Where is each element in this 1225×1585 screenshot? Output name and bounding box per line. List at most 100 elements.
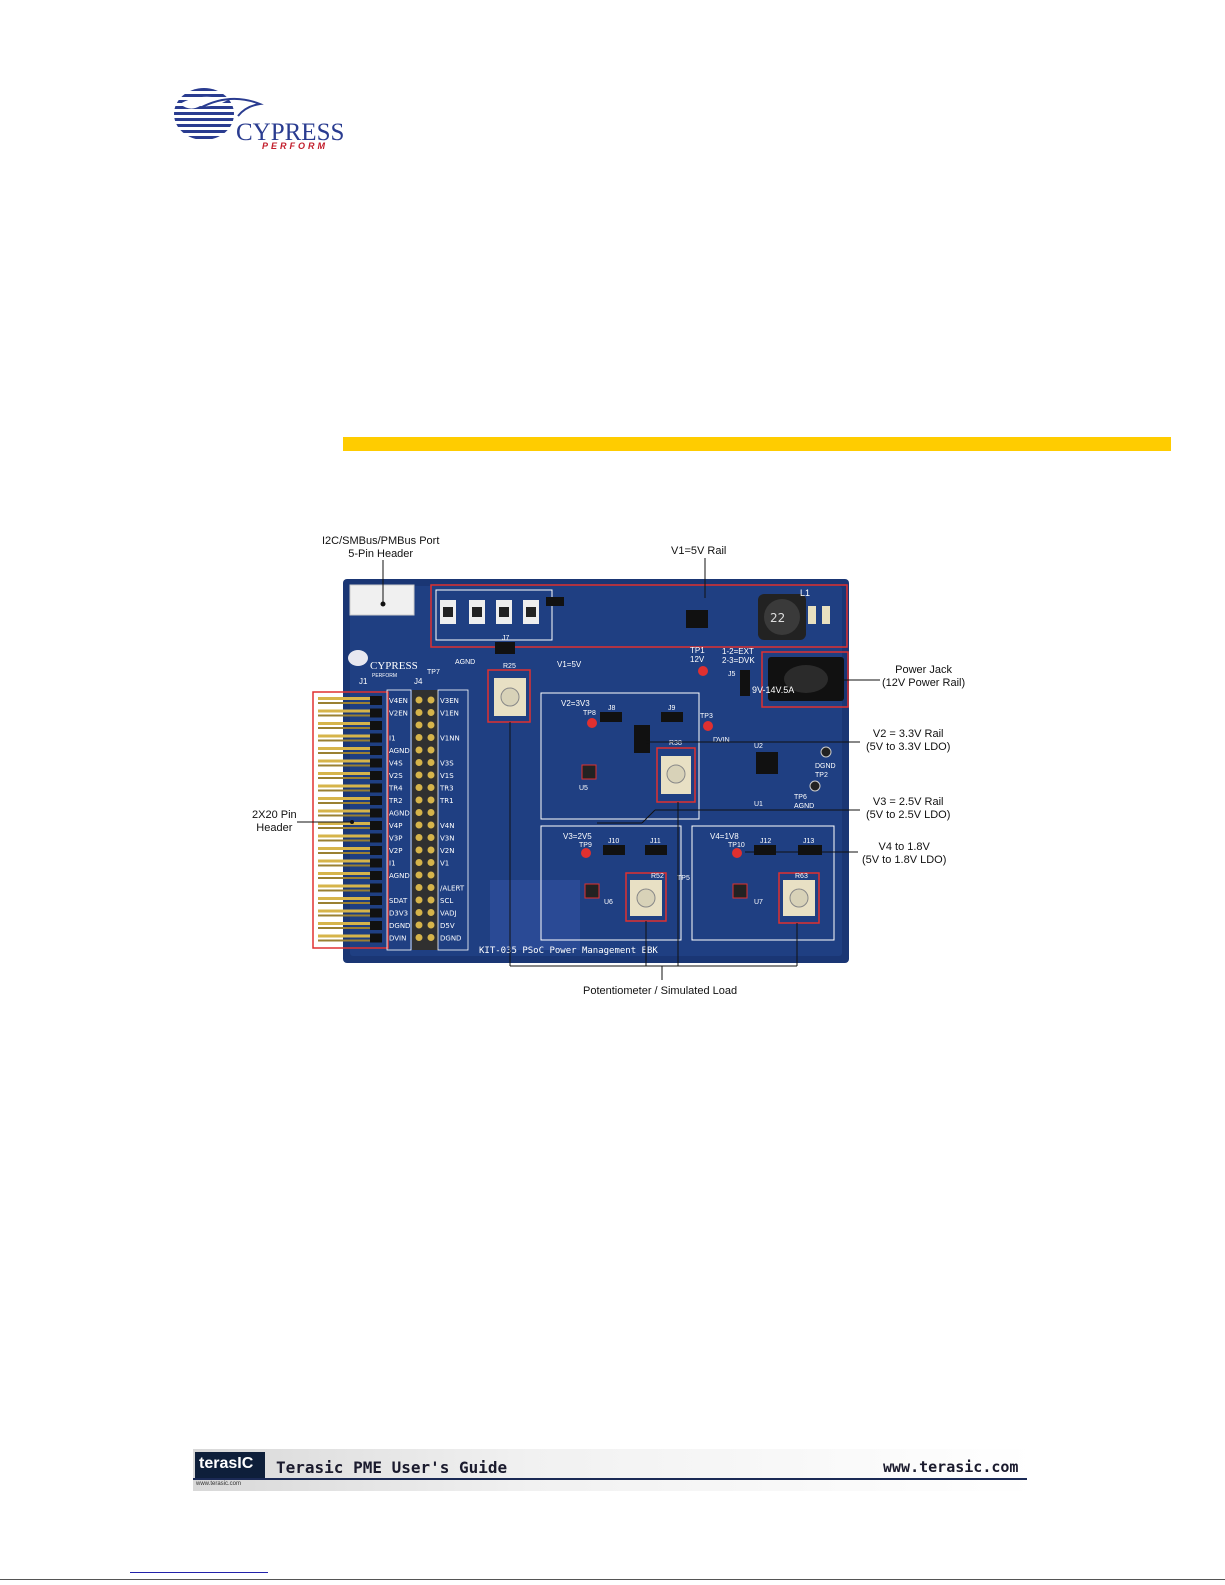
j4-pin	[427, 784, 435, 791]
j4-header	[412, 690, 438, 950]
header-pin	[318, 839, 372, 842]
header-pin	[318, 872, 372, 875]
header-pin	[318, 797, 372, 800]
j4-pin	[427, 921, 435, 929]
label-j1: J1	[359, 677, 368, 686]
j4-pin	[427, 746, 435, 754]
ic-u5	[581, 764, 597, 780]
j4-pin	[427, 809, 435, 816]
header-pin-body	[370, 808, 382, 818]
header-pin	[318, 877, 372, 879]
pin-label-right: /ALERT	[440, 885, 465, 893]
pin-label-left: V4S	[389, 760, 403, 768]
v2-region	[540, 692, 700, 820]
header-pin	[318, 897, 372, 900]
header-pin	[318, 827, 372, 829]
label-tp8: TP8	[583, 710, 596, 717]
j4-pin	[415, 771, 423, 779]
j4-pin	[427, 834, 435, 841]
header-pin-body	[370, 758, 382, 768]
pcb-shadow	[490, 880, 580, 950]
header-pin-body	[370, 896, 382, 905]
j4-pin	[415, 809, 423, 816]
header-pin-body	[370, 771, 382, 780]
v1-region-outline	[430, 584, 848, 648]
j4-pin	[427, 884, 435, 891]
label-jumper-note-2: 2-3=DVK	[722, 656, 755, 665]
j13-jumper	[798, 845, 822, 855]
board-kit-name: KIT-035 PSoC Power Management EBK	[479, 946, 658, 956]
header-pin	[318, 747, 372, 750]
label-r52: R52	[651, 873, 664, 880]
header-pin-body	[370, 746, 382, 755]
label-agnd-top: AGND	[455, 659, 475, 666]
pin-label-right: SCL	[440, 897, 453, 905]
pin-label-right: DGND	[440, 935, 461, 943]
header-pin-body	[370, 733, 382, 743]
pin-label-left: I1	[389, 735, 396, 743]
header-pin-body	[370, 708, 382, 718]
header-pin-body	[370, 933, 382, 943]
footer-url[interactable]: www.terasic.com	[883, 1458, 1019, 1476]
callout-potentiometer: Potentiometer / Simulated Load	[583, 985, 737, 998]
terasic-logo-text: terasIC	[199, 1455, 254, 1472]
j4-pin	[415, 871, 423, 879]
j4-pin	[427, 896, 435, 904]
j8-jumper	[600, 712, 622, 722]
pin-label-left: V4EN	[389, 697, 408, 705]
svg-text:22: 22	[770, 611, 785, 625]
pin-label-left: TR2	[388, 797, 403, 805]
j4-pin	[427, 759, 435, 766]
j4-pin	[415, 821, 423, 829]
header-pin	[318, 789, 372, 792]
label-v2: V2=3V3	[561, 699, 590, 708]
label-tp1: TP1	[690, 646, 705, 655]
label-tp6: TP6	[794, 794, 807, 801]
j4-pin	[427, 734, 435, 741]
j4-pin	[415, 884, 423, 891]
label-j10: J10	[608, 838, 619, 845]
header-pin	[318, 922, 372, 925]
pot-r38-outline	[656, 747, 696, 803]
callout-v1-line1: V1=5V Rail	[671, 545, 727, 557]
label-j8: J8	[608, 705, 616, 712]
header-pin	[318, 722, 372, 725]
callout-ph-line2: Header	[256, 822, 293, 834]
j4-pin	[415, 896, 423, 904]
header-pin	[318, 884, 372, 888]
j4-pin	[415, 784, 423, 791]
callout-v3-line2: (5V to 2.5V LDO)	[866, 809, 951, 821]
j4-pin	[415, 696, 423, 704]
pin-label-right: V1	[440, 860, 449, 868]
callout-i2c-line1: I2C/SMBus/PMBus Port	[322, 535, 440, 547]
j5-jumper	[740, 670, 750, 696]
header-pin	[318, 822, 372, 825]
header-pin	[318, 859, 372, 863]
label-j11: J11	[650, 838, 661, 845]
callout-ph-line1: 2X20 Pin	[252, 809, 297, 821]
pin-label-left: SDAT	[389, 897, 408, 905]
j4-pin	[415, 721, 423, 729]
label-u2: U2	[754, 743, 763, 750]
logo-tagline: PERFORM	[262, 141, 328, 151]
callout-v2-rail: V2 = 3.3V Rail (5V to 3.3V LDO)	[866, 728, 950, 754]
label-j12: J12	[760, 838, 771, 845]
j4-pin	[415, 859, 423, 866]
callout-pot-line1: Potentiometer / Simulated Load	[583, 985, 738, 997]
label-tp3: TP3	[700, 713, 713, 720]
bottom-link-underline	[130, 1572, 268, 1573]
pin-label-left: DVIN	[389, 935, 406, 943]
pin-label-right: V2N	[440, 847, 454, 855]
label-u7: U7	[754, 899, 763, 906]
header-pin-body	[370, 696, 382, 705]
label-tp5: TP5	[677, 875, 690, 882]
j7-jumper	[495, 642, 515, 654]
header-pin	[318, 752, 372, 754]
j4-pin	[415, 909, 423, 916]
callout-i2c-port: I2C/SMBus/PMBus Port 5-Pin Header	[322, 535, 439, 561]
header-pin	[318, 714, 372, 717]
cypress-logo-globe	[174, 88, 264, 140]
callout-v2-line2: (5V to 3.3V LDO)	[866, 741, 951, 753]
pin-label-left: AGND	[389, 810, 410, 818]
